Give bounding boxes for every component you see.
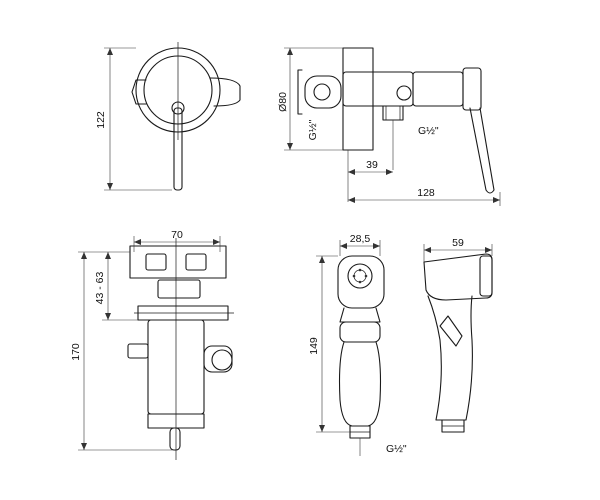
dim-39-label: 39 bbox=[366, 159, 378, 171]
dim-height-149: 149 bbox=[308, 255, 350, 433]
dim-59-label: 59 bbox=[452, 237, 464, 249]
side-view bbox=[297, 47, 495, 194]
front-hose-holder bbox=[209, 77, 241, 107]
head-trigger bbox=[339, 321, 381, 343]
side-knob bbox=[396, 85, 412, 101]
front-view bbox=[131, 42, 241, 191]
dim-range-43-63: 43 - 63 bbox=[94, 251, 138, 321]
dim-offset-39: 39 bbox=[347, 150, 393, 202]
side-body bbox=[342, 71, 414, 107]
dim-width-70: 70 bbox=[133, 229, 221, 252]
dim-thread-bottom: G½" bbox=[359, 438, 407, 456]
side-lever-cap bbox=[462, 67, 482, 111]
dim-28-5-label: 28,5 bbox=[350, 233, 371, 245]
side-handle bbox=[427, 295, 473, 421]
dim-diameter-80: Ø80 G½" bbox=[277, 47, 343, 151]
dim-thread-right: G½" bbox=[392, 120, 439, 170]
head-top bbox=[337, 255, 385, 309]
dim-width-28-5: 28,5 bbox=[339, 233, 381, 256]
dim-height-170: 170 bbox=[70, 251, 172, 451]
dim-70-label: 70 bbox=[171, 229, 183, 241]
handshower-front-view bbox=[337, 255, 385, 439]
front-handle-bracket bbox=[131, 79, 147, 105]
head-handle bbox=[338, 341, 382, 427]
side-hose-holder bbox=[304, 75, 342, 109]
side-trigger bbox=[439, 315, 463, 347]
body-top-bracket bbox=[129, 245, 227, 279]
body-nut bbox=[157, 279, 201, 299]
body-view bbox=[127, 238, 234, 460]
head-neck bbox=[339, 307, 381, 323]
dim-170-label: 170 bbox=[70, 343, 82, 361]
side-lever bbox=[469, 107, 495, 194]
side-holder-clip bbox=[297, 69, 303, 115]
side-head bbox=[423, 253, 493, 301]
body-holder-ring bbox=[211, 349, 233, 371]
side-wall-plate bbox=[342, 47, 374, 151]
dim-thread-right-label: G½" bbox=[418, 125, 439, 137]
body-holder bbox=[203, 345, 233, 373]
side-holder-ring bbox=[313, 83, 331, 101]
body-lever-stub bbox=[169, 427, 181, 451]
dim-height-122: 122 bbox=[95, 47, 172, 191]
dim-length-128: 128 bbox=[348, 187, 501, 206]
dim-thread-bottom-label: G½" bbox=[386, 443, 407, 455]
body-side-knob bbox=[127, 343, 149, 359]
dim-thread-left-label: G½" bbox=[307, 119, 319, 140]
handshower-side-view bbox=[423, 253, 493, 433]
dim-43-63-label: 43 - 63 bbox=[94, 272, 106, 305]
dim-149-label: 149 bbox=[308, 337, 320, 355]
side-cartridge bbox=[412, 71, 464, 107]
dim-128-label: 128 bbox=[417, 187, 435, 199]
dim-width-59: 59 bbox=[423, 237, 493, 262]
dim-80-label: Ø80 bbox=[277, 92, 289, 112]
side-head-tip bbox=[479, 255, 493, 297]
dim-122-label: 122 bbox=[95, 111, 107, 129]
head-nozzle-ring bbox=[347, 263, 373, 289]
